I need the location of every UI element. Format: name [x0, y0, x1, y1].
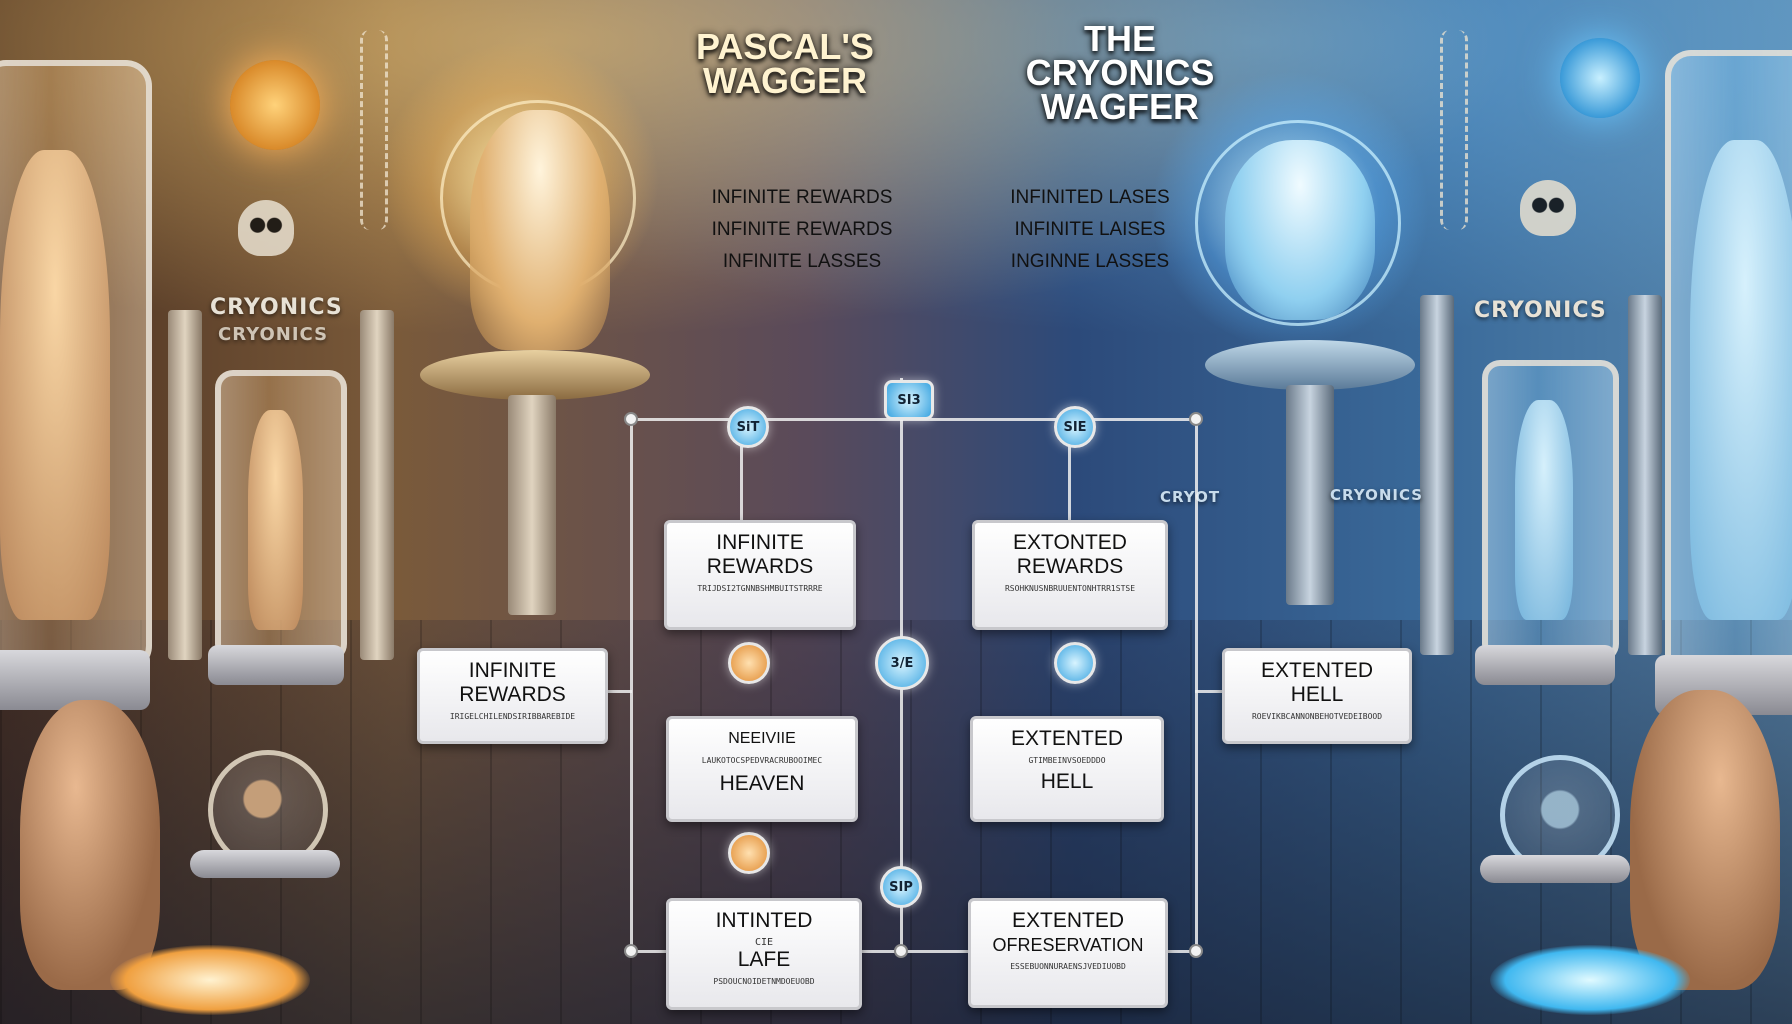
right-pod-figure — [1690, 140, 1792, 620]
junction-dot — [894, 944, 908, 958]
claim-line: INFINITE REWARDS — [711, 219, 893, 240]
meditating-figure — [1225, 140, 1375, 320]
connector-line — [740, 420, 743, 520]
card-subtext: GTIMBEINVSOEDDDO — [1028, 756, 1106, 765]
node-badge: 3/E — [875, 636, 929, 690]
right-claims: INFINITED LASES INFINITE LAISES INGINNE … — [960, 182, 1220, 278]
left-small-figure — [248, 410, 303, 630]
extended-rewards-card: EXTONTED REWARDS RSOHKNUSNBRUUENTONHTRR1… — [972, 520, 1168, 630]
robed-deity-figure — [470, 110, 610, 350]
dna-helix-icon — [360, 30, 388, 230]
junction-dot — [624, 412, 638, 426]
card-subtext: ROEVIKBCANNONBEHOTVEDEIBOOD — [1251, 712, 1383, 721]
card-heading: EXTENTED HELL — [1260, 659, 1373, 706]
card-footer: HELL — [1040, 770, 1094, 793]
left-pillar — [360, 310, 394, 660]
connector-line — [630, 950, 1198, 953]
card-heading: INTINTED — [715, 909, 813, 932]
node-badge: SiT — [727, 406, 769, 448]
card-subtext: IRIGELCHILENDSIRIBBAREBIDE — [449, 712, 576, 721]
junction-dot — [624, 944, 638, 958]
preservation-card: EXTENTED OFRESERVATION ESSEBUONNURAENSJV… — [968, 898, 1168, 1008]
card-footer: LAFE — [737, 948, 791, 971]
claim-line: INGINNE LASSES — [1010, 251, 1170, 272]
pascals-wager-title: PASCAL'S WAGGER — [696, 26, 874, 101]
warm-sun-icon — [230, 60, 320, 150]
left-pedestal-column — [508, 395, 556, 615]
cool-sun-icon — [1560, 38, 1640, 118]
node-badge — [728, 642, 770, 684]
connector-line — [1195, 690, 1225, 693]
skull-icon — [1520, 180, 1576, 236]
left-claims: INFINITE REWARDS INFINITE REWARDS INFINI… — [672, 182, 932, 278]
right-small-figure — [1515, 400, 1573, 620]
claim-line: INFINITE LAISES — [1014, 219, 1166, 240]
right-seated-figure — [1630, 690, 1780, 990]
right-pedestal — [1205, 340, 1415, 390]
cryonics-sign: CRYONICS — [1330, 486, 1424, 504]
halo — [1195, 120, 1401, 326]
card-subtext: LAUKOTOCSPEDVRACRUBOOIMEC — [701, 756, 823, 765]
node-badge: SI3 — [884, 380, 934, 420]
connector-line — [630, 418, 633, 952]
right-pillar — [1628, 295, 1662, 655]
claim-line: INFINITE LASSES — [722, 251, 882, 272]
right-pedestal-column — [1286, 385, 1334, 605]
hell-card: EXTENTED GTIMBEINVSOEDDDO HELL — [970, 716, 1164, 822]
junction-dot — [1189, 944, 1203, 958]
life-card: INTINTED CIE LAFE PSDOUCNOIDETNMDOEUOBD — [666, 898, 862, 1010]
right-floor-light — [1490, 945, 1690, 1015]
left-seated-figure — [20, 700, 160, 990]
node-badge — [728, 832, 770, 874]
claim-line: INFINITED LASES — [1010, 187, 1170, 208]
left-orb-base — [190, 850, 340, 878]
right-pillar — [1420, 295, 1454, 655]
card-footer: HEAVEN — [719, 772, 805, 795]
card-heading: INFINITE REWARDS — [706, 531, 814, 578]
connector-line — [1068, 420, 1071, 520]
card-heading: INFINITE REWARDS — [459, 659, 566, 706]
skull-icon — [238, 200, 294, 256]
node-badge — [1054, 642, 1096, 684]
right-small-pod-base — [1475, 645, 1615, 685]
cryonics-wager-title: THE CRYONICS WAGFER — [1025, 18, 1215, 127]
connector-line — [602, 690, 632, 693]
card-subtext: CIE — [754, 937, 774, 948]
card-footer: OFRESERVATION — [992, 935, 1144, 955]
left-outer-card: INFINITE REWARDS IRIGELCHILENDSIRIBBAREB… — [417, 648, 608, 744]
card-subtext: PSDOUCNOIDETNMDOEUOBD — [713, 977, 815, 986]
junction-dot — [1189, 412, 1203, 426]
left-pedestal — [420, 350, 650, 400]
infinite-rewards-card: INFINITE REWARDS TRIJDSI2TGNNBSHMBUITSTR… — [664, 520, 856, 630]
dna-helix-icon — [1440, 30, 1468, 230]
left-small-pod-base — [208, 645, 344, 685]
node-badge: SIP — [880, 866, 922, 908]
cryonics-sign: CRYONICS — [1474, 298, 1607, 323]
card-subtext: ESSEBUONNURAENSJVEDIUOBD — [1010, 962, 1126, 971]
card-heading: EXTENTED — [1010, 727, 1123, 750]
cryot-sign: CRYOT — [1160, 488, 1221, 506]
heaven-card: NEEIVIIE LAUKOTOCSPEDVRACRUBOOIMEC HEAVE… — [666, 716, 858, 822]
node-badge: SIE — [1054, 406, 1096, 448]
cryonics-sign: CRYONICS — [210, 295, 343, 320]
card-heading: EXTENTED — [1011, 909, 1124, 932]
left-floor-light — [110, 945, 310, 1015]
claim-line: INFINITE REWARDS — [711, 187, 893, 208]
card-subtext: TRIJDSI2TGNNBSHMBUITSTRRRE — [697, 584, 823, 593]
card-heading: NEEIVIIE — [728, 730, 796, 747]
right-orb-base — [1480, 855, 1630, 883]
card-heading: EXTONTED REWARDS — [1013, 531, 1127, 578]
card-subtext: RSOHKNUSNBRUUENTONHTRR1STSE — [1004, 584, 1136, 593]
right-outer-card: EXTENTED HELL ROEVIKBCANNONBEHOTVEDEIBOO… — [1222, 648, 1412, 744]
left-pod-figure — [0, 150, 110, 620]
cryonics-sign: CRYONICS — [218, 324, 329, 345]
connector-line — [1195, 418, 1198, 952]
left-pillar — [168, 310, 202, 660]
